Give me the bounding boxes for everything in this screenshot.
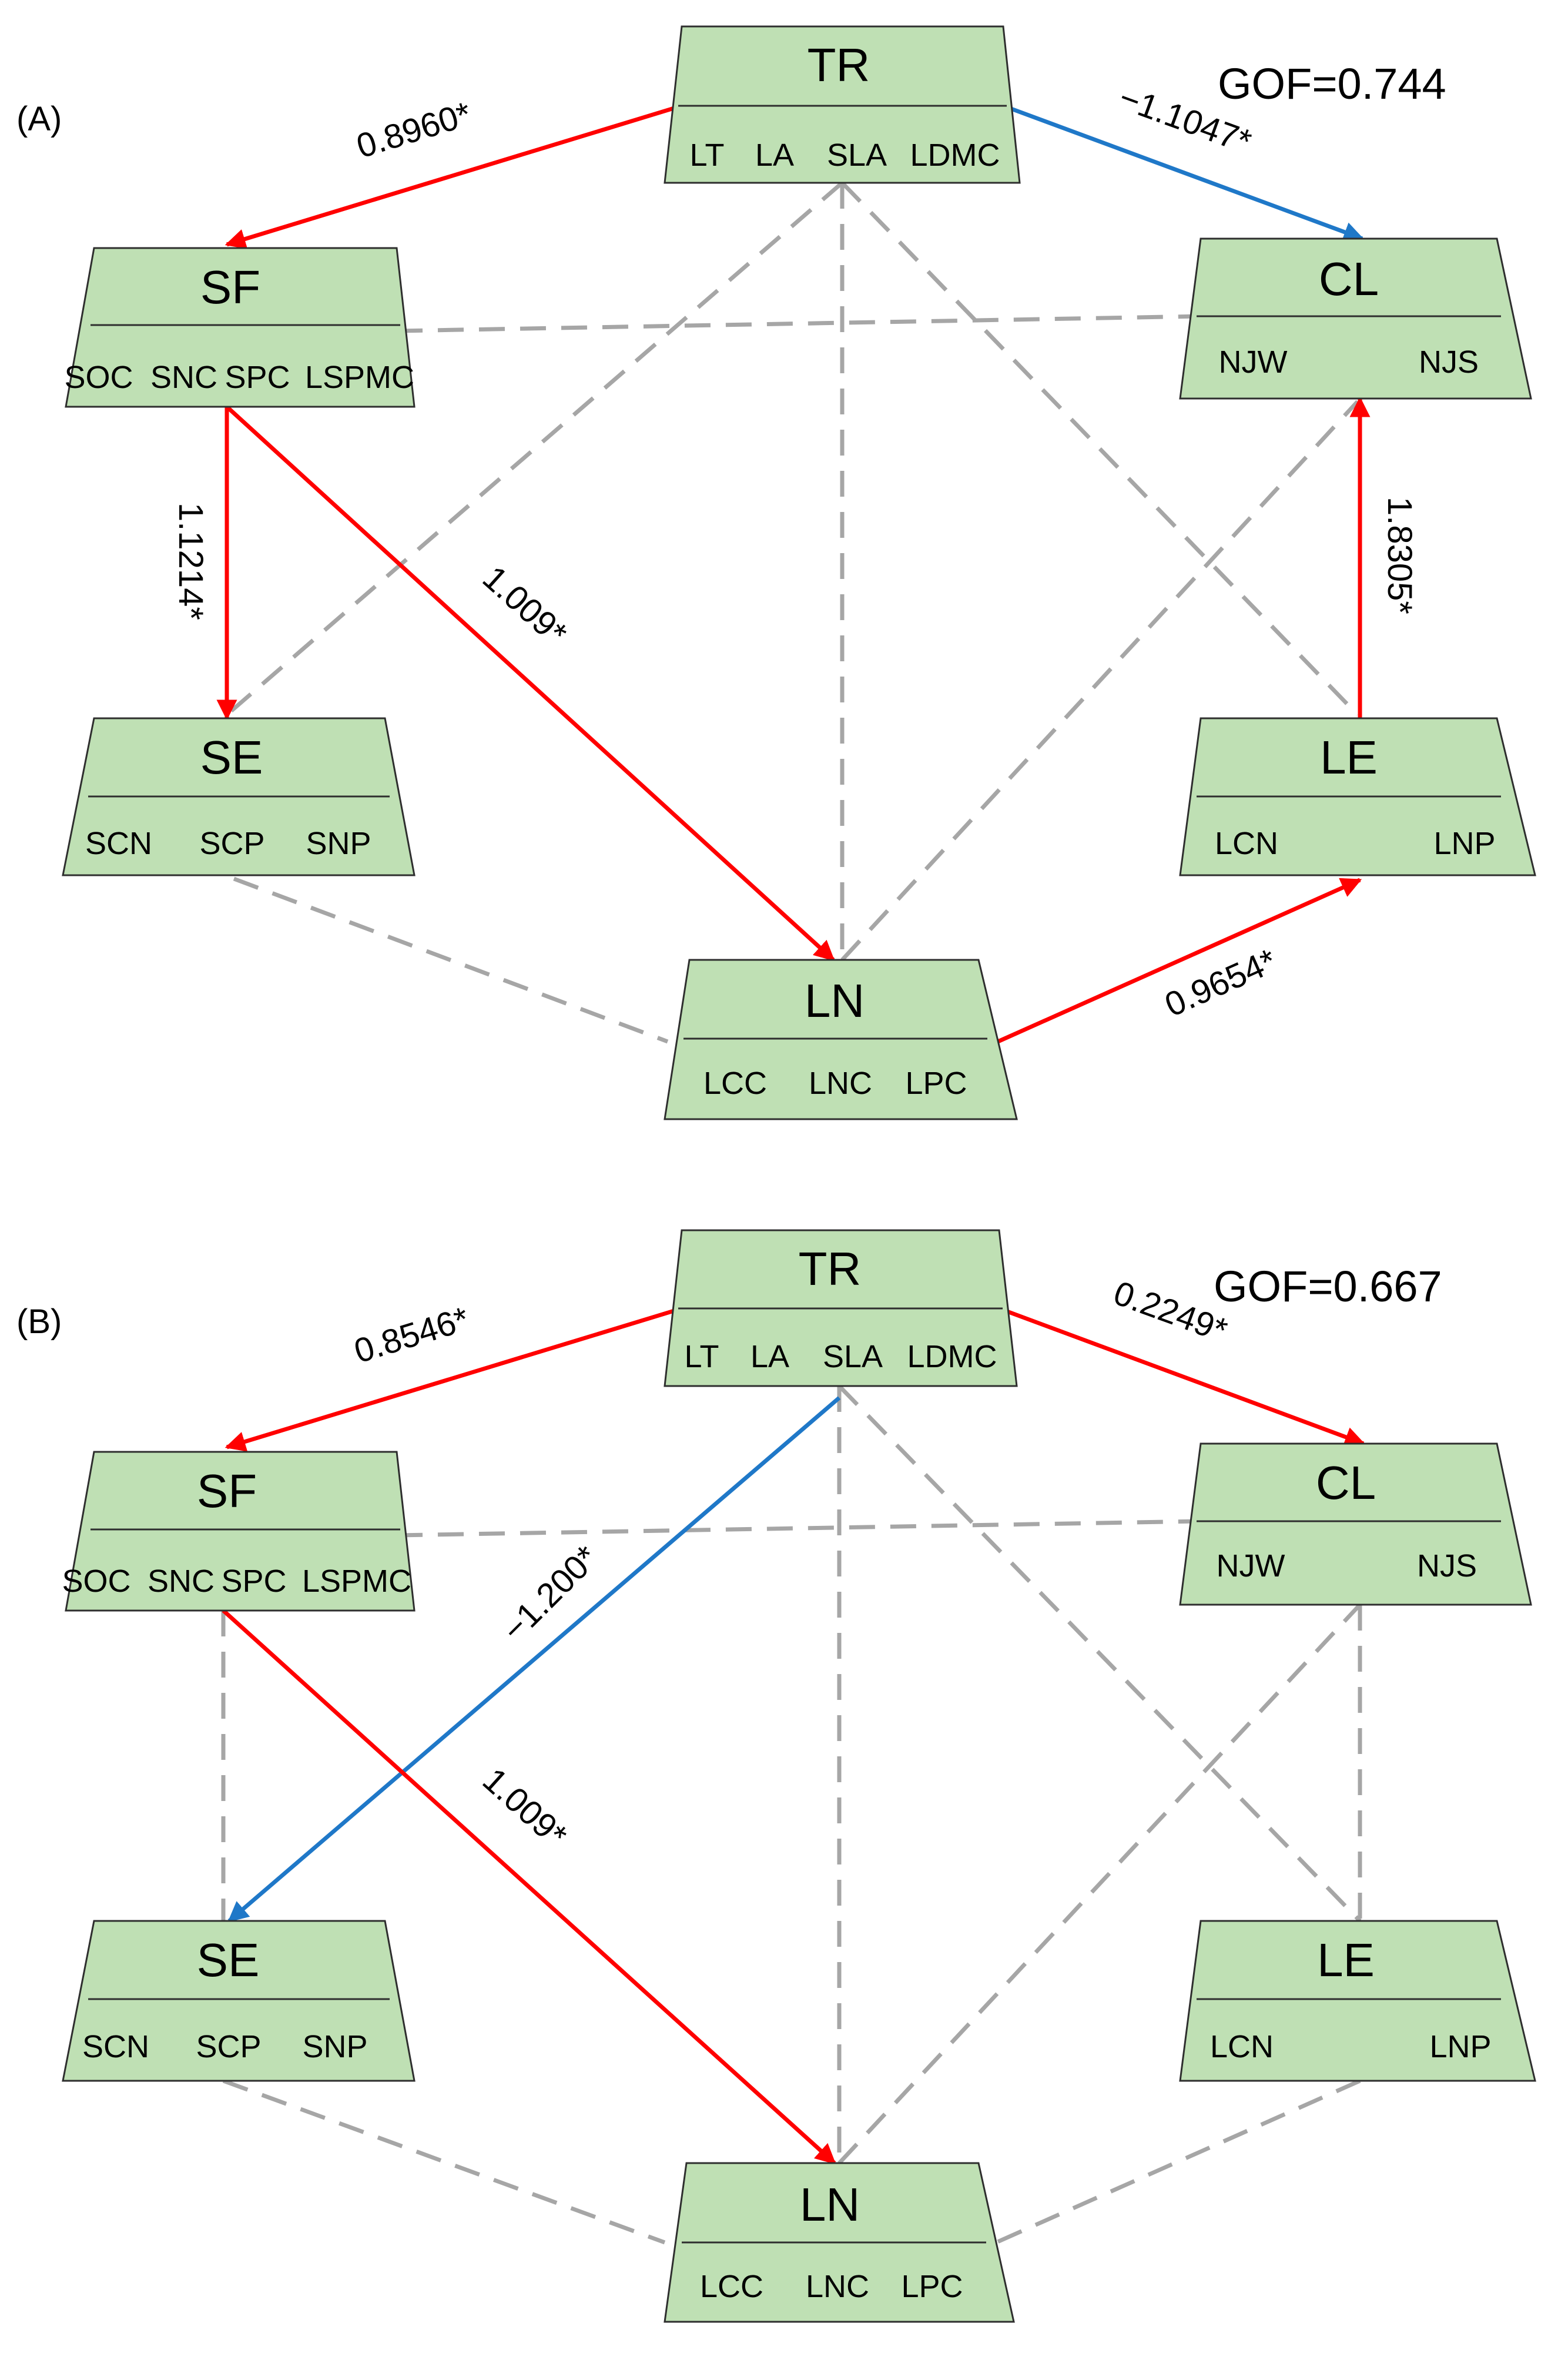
coef-le-cl: 1.8305* <box>1381 497 1419 614</box>
node-se: SE SCN SCP SNP <box>62 717 416 876</box>
node-le: LE LCN LNP <box>1179 1920 1536 2082</box>
node-ln-title: LN <box>805 975 865 1027</box>
edge-ln-cl <box>840 400 1359 962</box>
node-le-title: LE <box>1320 731 1378 784</box>
node-tr: TR LT LA SLA LDMC <box>664 1229 1018 1387</box>
node-tr-var-lt: LT <box>689 138 724 173</box>
node-sf-var-soc: SOC <box>62 1564 130 1599</box>
node-tr-var-sla: SLA <box>823 1339 883 1374</box>
node-tr-var-la: LA <box>755 138 794 173</box>
coef-ln-le: 0.9654* <box>1160 942 1282 1025</box>
edge-tr-le <box>837 1384 1362 1923</box>
node-le-var-lnp: LNP <box>1433 826 1495 861</box>
panel-b: (B) GOF=0.667 0.8546* 0.2249* −1.200* 1.… <box>16 1229 1536 2323</box>
path-tr-sf <box>225 103 683 249</box>
node-tr: TR LT LA SLA LDMC <box>664 25 1021 184</box>
node-se-var-scn: SCN <box>82 2029 149 2064</box>
node-cl-var-njs: NJS <box>1417 1548 1477 1584</box>
node-ln-var-lpc: LPC <box>901 2269 963 2304</box>
node-cl-title: CL <box>1316 1457 1376 1509</box>
node-cl-var-njw: NJW <box>1219 344 1288 380</box>
panel-b-label: (B) <box>16 1303 62 1341</box>
edge-sf-cl <box>396 1519 1201 1538</box>
node-ln-var-lcc: LCC <box>700 2269 763 2304</box>
node-ln: LN LCC LNC LPC <box>664 2162 1015 2323</box>
node-le-var-lcn: LCN <box>1215 826 1278 861</box>
panel-a-label: (A) <box>16 100 62 138</box>
panel-a: (A) GOF=0.744 0.8960* −1.1047* 1.1214* 1… <box>16 25 1536 1120</box>
node-sf-title: SF <box>200 261 260 313</box>
path-ln-le <box>997 878 1362 1044</box>
node-sf-var-spc: SPC <box>225 360 290 395</box>
node-tr-title: TR <box>799 1243 862 1295</box>
node-sf-var-snc: SNC <box>148 1564 215 1599</box>
node-ln-var-lcc: LCC <box>703 1066 767 1101</box>
node-se-title: SE <box>200 731 263 784</box>
path-sf-ln <box>222 1609 836 2165</box>
node-cl-var-njs: NJS <box>1419 344 1479 380</box>
node-sf-var-snc: SNC <box>150 360 217 395</box>
path-tr-cl <box>998 1306 1366 1447</box>
node-tr-var-sla: SLA <box>827 138 887 173</box>
path-tr-se <box>227 1396 841 1923</box>
coef-sf-ln: 1.009* <box>475 1760 574 1855</box>
path-tr-sf <box>225 1306 683 1452</box>
node-sf-var-lspmc: LSPMC <box>305 360 414 395</box>
node-se: SE SCN SCP SNP <box>62 1920 416 2082</box>
node-ln-var-lnc: LNC <box>809 1066 872 1101</box>
node-sf: SF SOC SNC SPC LSPMC <box>62 1451 416 1612</box>
node-se-var-snp: SNP <box>302 2029 367 2064</box>
edge-sf-cl <box>396 314 1201 333</box>
node-se-var-snp: SNP <box>306 826 371 861</box>
node-tr-title: TR <box>808 39 870 91</box>
coef-tr-sf: 0.8546* <box>350 1300 473 1371</box>
node-sf-var-lspmc: LSPMC <box>302 1564 411 1599</box>
node-le-title: LE <box>1317 1934 1375 1986</box>
node-sf-title: SF <box>197 1465 257 1517</box>
node-se-var-scp: SCP <box>199 826 264 861</box>
node-tr-var-la: LA <box>751 1339 789 1374</box>
panel-a-gof: GOF=0.744 <box>1218 59 1446 108</box>
edge-le-ln <box>995 2078 1361 2245</box>
path-tr-cl <box>1002 103 1365 242</box>
node-ln-title: LN <box>800 2178 860 2231</box>
node-le-var-lnp: LNP <box>1429 2029 1491 2064</box>
node-le-var-lcn: LCN <box>1210 2029 1274 2064</box>
node-tr-var-ldmc: LDMC <box>910 138 1000 173</box>
coef-tr-sf: 0.8960* <box>352 95 475 166</box>
edge-tr-le <box>840 181 1359 717</box>
node-cl: CL NJW NJS <box>1179 1442 1532 1606</box>
node-sf-var-spc: SPC <box>221 1564 286 1599</box>
node-se-var-scp: SCP <box>196 2029 261 2064</box>
node-ln-var-lpc: LPC <box>905 1066 967 1101</box>
node-se-title: SE <box>197 1934 260 1986</box>
node-sf: SF SOC SNC SPC LSPMC <box>64 247 416 408</box>
coef-sf-ln: 1.009* <box>475 558 574 653</box>
coef-tr-se: −1.200* <box>495 1538 606 1649</box>
node-se-var-scn: SCN <box>85 826 152 861</box>
node-cl-var-njw: NJW <box>1217 1548 1285 1584</box>
edge-tr-se <box>225 181 844 717</box>
panel-b-gof: GOF=0.667 <box>1214 1262 1442 1311</box>
edge-se-ln <box>222 2078 666 2245</box>
node-ln-var-lnc: LNC <box>806 2269 869 2304</box>
node-tr-var-lt: LT <box>684 1339 719 1374</box>
node-le: LE LCN LNP <box>1179 717 1536 876</box>
edge-se-ln <box>233 876 669 1044</box>
node-sf-var-soc: SOC <box>64 360 133 395</box>
node-cl-title: CL <box>1319 253 1379 305</box>
edge-ln-cl <box>837 1603 1362 2165</box>
node-tr-var-ldmc: LDMC <box>907 1339 997 1374</box>
node-ln: LN LCC LNC LPC <box>664 959 1018 1120</box>
path-sf-ln <box>225 405 835 962</box>
node-cl: CL NJW NJS <box>1179 237 1532 400</box>
coef-sf-se: 1.1214* <box>172 503 210 620</box>
